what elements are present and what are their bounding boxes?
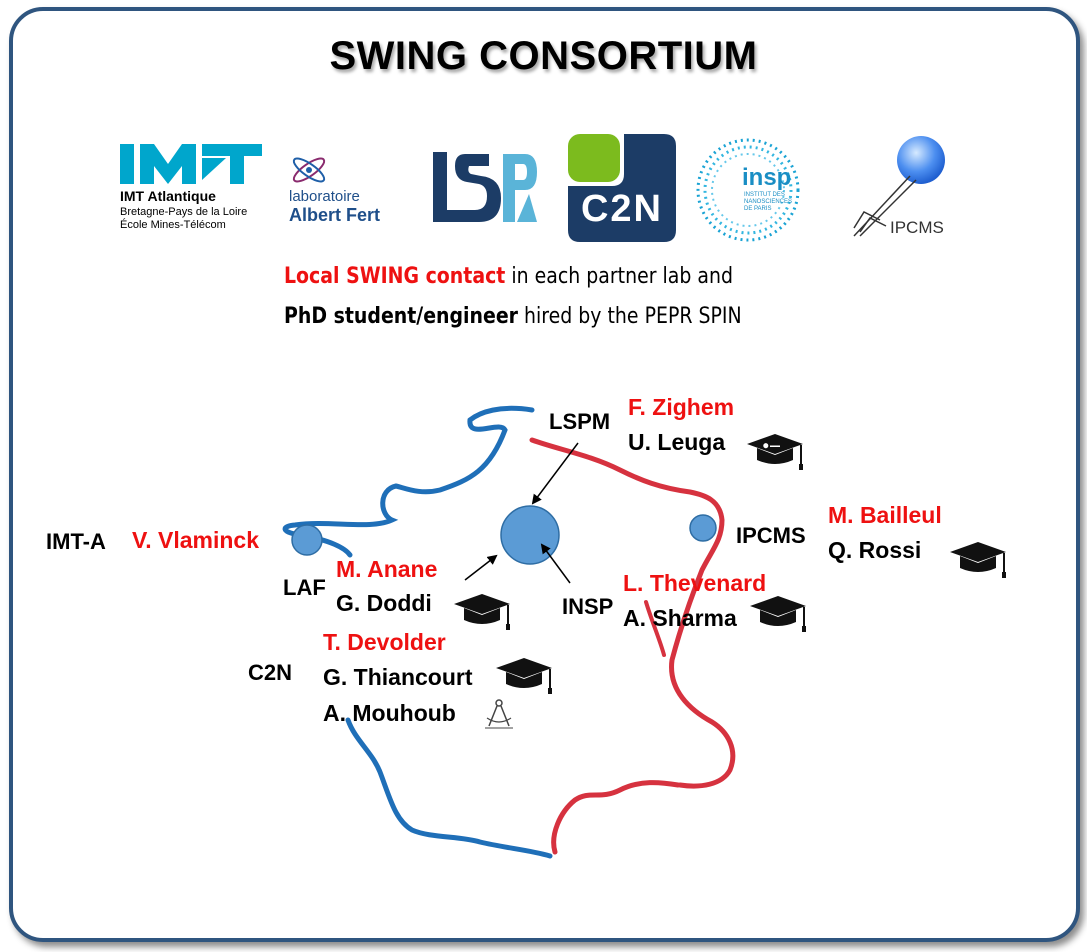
imt-line2: Bretagne-Pays de la Loire (120, 206, 248, 218)
laf-line1: laboratoire (289, 188, 360, 205)
imt-logo-mark (120, 144, 262, 184)
member-insp: A. Sharma (623, 605, 737, 631)
lab-label-lspm: LSPM (549, 409, 611, 434)
c2n-text: C2N (580, 188, 664, 230)
lab-label-imta: IMT-A (46, 529, 106, 554)
lab-label-laf: LAF (283, 575, 326, 600)
insp-sub1: INSTITUT DES (744, 192, 785, 198)
member-c2n-engineer: A. Mouhoub (323, 700, 456, 726)
lab-label-c2n: C2N (248, 660, 293, 685)
logo-imt-atlantique: IMT Atlantique Bretagne-Pays de la Loire… (108, 144, 266, 232)
intro-line2-rest: hired by the PEPR SPIN (518, 304, 742, 329)
map-outline-southwest (345, 717, 553, 859)
contact-ipcms: M. Bailleul (828, 502, 942, 528)
logo-ipcms: IPCMS (850, 132, 960, 244)
graduation-cap-icon (750, 596, 806, 632)
lab-dot-imta (291, 524, 323, 556)
compass-drafting-icon (485, 699, 513, 729)
contact-lspm: F. Zighem (628, 394, 735, 420)
logo-albert-fert: laboratoire Albert Fert (287, 150, 407, 230)
graduation-cap-icon (496, 658, 552, 694)
insp-sub2: NANOSCIENCES (744, 199, 793, 205)
member-ipcms: Q. Rossi (828, 537, 922, 563)
map-outline-south-red (644, 600, 666, 657)
map-outline-southeast (551, 780, 681, 855)
c2n-logo-mark (568, 134, 676, 242)
intro-line1-rest: in each partner lab and (505, 264, 733, 289)
contact-c2n: T. Devolder (323, 629, 446, 655)
member-lspm: U. Leuga (628, 429, 726, 455)
logo-lspm (431, 150, 549, 224)
imt-line3: École Mines-Télécom (120, 219, 226, 231)
imt-line1: IMT Atlantique (120, 188, 216, 204)
insp-logo-mark (696, 138, 800, 242)
laf-line2: Albert Fert (289, 205, 381, 225)
map-outline-east (529, 437, 736, 789)
graduation-cap-icon: ⬤ ▬▬ (747, 434, 803, 470)
page-title: SWING CONSORTIUM (329, 34, 758, 78)
lspm-logo-mark (433, 152, 537, 222)
logo-c2n: C2N (566, 132, 678, 244)
insp-sub3: DE PARIS (744, 206, 772, 212)
arrow-lspm (531, 442, 579, 505)
member-c2n-phd: G. Thiancourt (323, 664, 473, 690)
intro-line2-strong: PhD student/engineer (284, 304, 519, 329)
albert-fert-logo-mark (292, 157, 326, 183)
logo-insp: insp INSTITUT DES NANOSCIENCES DE PARIS (694, 136, 802, 244)
arrow-laf (464, 554, 498, 581)
lab-label-insp: INSP (562, 594, 614, 619)
contact-insp: L. Thevenard (623, 570, 767, 596)
ipcms-logo-mark (853, 136, 945, 237)
intro-line1: Local SWING contact in each partner lab … (284, 264, 733, 289)
contact-imta: V. Vlaminck (132, 527, 260, 553)
contact-laf: M. Anane (336, 556, 438, 582)
graduation-cap-icon (950, 542, 1006, 578)
insp-text: insp (742, 164, 792, 191)
graduation-cap-icon (454, 594, 510, 630)
svg-text:⬤ ▬▬: ⬤ ▬▬ (763, 443, 780, 449)
lab-label-ipcms: IPCMS (736, 523, 806, 548)
member-laf: G. Doddi (336, 590, 432, 616)
arrow-insp (540, 543, 571, 584)
lab-dot-ipcms (689, 514, 717, 542)
intro-line2: PhD student/engineer hired by the PEPR S… (284, 304, 742, 329)
map-outline-west (282, 405, 535, 558)
intro-line1-strong: Local SWING contact (284, 264, 506, 289)
ipcms-text: IPCMS (890, 218, 944, 237)
